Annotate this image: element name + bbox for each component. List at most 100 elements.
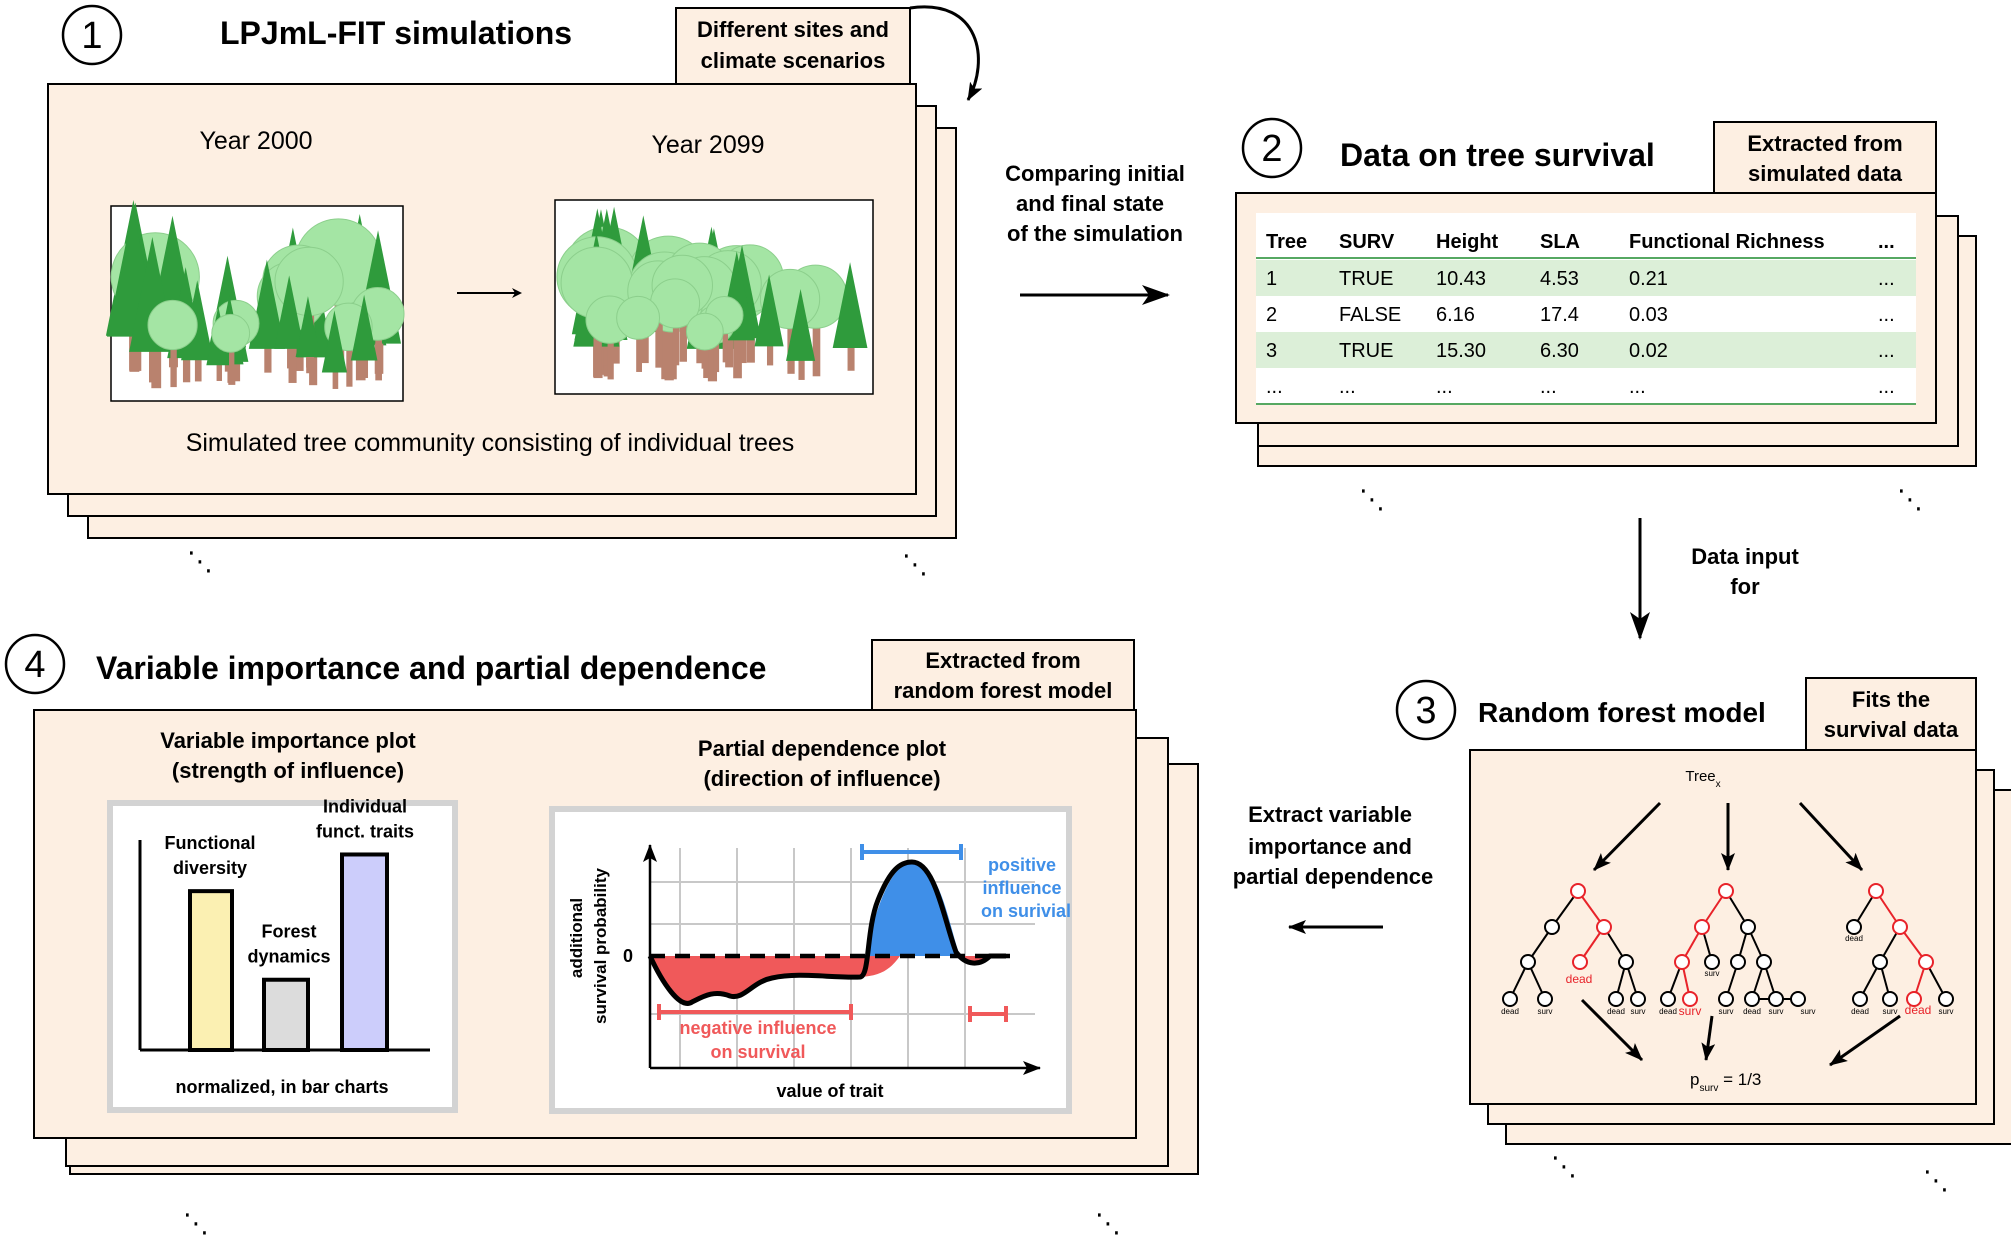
step2-number: 2: [1261, 128, 1282, 170]
leaf-label: dead: [1851, 1007, 1869, 1016]
leaf-label: surv: [1938, 1007, 1953, 1016]
conifer-crown: [754, 274, 784, 347]
table-cell: 15.30: [1436, 340, 1486, 362]
vip-caption: normalized, in bar charts: [175, 1077, 388, 1097]
tree-trunk: [149, 331, 158, 383]
arrow34-label-line1: Extract variable: [1248, 802, 1412, 827]
tree-node: [1892, 919, 1908, 935]
step1-title: LPJmL-FIT simulations: [220, 15, 572, 51]
tree-node: [1872, 954, 1888, 970]
tree-node: [1730, 954, 1746, 970]
ellipsis-glyph: ⋱: [1359, 484, 1385, 514]
broadleaf-crown: [685, 312, 724, 351]
tree-trunk: [182, 341, 191, 383]
conifer-crown: [274, 275, 305, 349]
leaf-label: dead: [1743, 1007, 1761, 1016]
step3-panel: Fits the survival data 3 Random forest m…: [1395, 677, 2011, 1195]
step4-title: Variable importance and partial dependen…: [96, 650, 766, 686]
table-cell: ...: [1878, 376, 1895, 398]
vip-bar-label: dynamics: [247, 947, 330, 967]
step1-caption: Simulated tree community consisting of i…: [186, 429, 795, 457]
tree-node: [1718, 883, 1734, 899]
table-row-stripe: [1256, 332, 1916, 368]
tree-trunk: [346, 341, 353, 387]
table-header-cell: ...: [1878, 231, 1895, 253]
vip-bar: [262, 977, 310, 1052]
split-arrow: [1798, 801, 1864, 872]
table-cell: ...: [1266, 376, 1283, 398]
tree-root-label: Treex: [1685, 768, 1720, 790]
vip-title-line1: Variable importance plot: [160, 728, 416, 753]
tree-node: [1756, 954, 1772, 970]
arrow-step1-to-step2: Comparing initial and final state of the…: [1005, 161, 1185, 305]
arrow-step3-to-step4: Extract variable importance and partial …: [1233, 802, 1433, 934]
vip-bar-label: Forest: [261, 922, 316, 942]
tree-node: [1502, 991, 1518, 1007]
arrow12-label-line2: and final state: [1016, 191, 1164, 216]
arrow12-label-line1: Comparing initial: [1005, 161, 1185, 186]
conifer-crown: [321, 310, 347, 373]
year-end-label: Year 2099: [651, 131, 764, 159]
tree-trunk: [636, 330, 643, 372]
pdp-curve: [647, 859, 1006, 1006]
vip-bar-label: Functional: [165, 833, 256, 853]
tree-node: [1740, 919, 1756, 935]
table-cell: 0.03: [1629, 304, 1668, 326]
step3-number-circle: [1395, 679, 1457, 741]
leaf-label: surv: [1882, 1007, 1897, 1016]
tree-trunk: [812, 315, 821, 377]
forest-trees-2000: [105, 199, 405, 389]
leaf-label: surv: [1800, 1007, 1815, 1016]
tree-node: [1674, 954, 1690, 970]
step2-number-circle: [1241, 117, 1303, 179]
tree-trunk: [229, 344, 235, 382]
vip-title-line2: (strength of influence): [172, 758, 404, 783]
tree-node: [1704, 954, 1720, 970]
arrow-step2-to-step3: Data input for: [1630, 518, 1799, 640]
negative-influence-label: on survival: [710, 1042, 805, 1062]
pdp-y-label: survival probability: [591, 868, 610, 1024]
step4-number: 4: [24, 644, 45, 686]
step3-number: 3: [1415, 690, 1436, 732]
split-arrow: [1701, 1015, 1716, 1061]
tree-node: [1572, 954, 1588, 970]
leaf-label: surv: [1704, 969, 1719, 978]
tree-trunk: [703, 342, 709, 379]
leaf-label: dead: [1845, 934, 1863, 943]
leaf-label: surv: [1537, 1007, 1552, 1016]
tree-trunk: [375, 329, 382, 381]
tree-node: [1570, 883, 1586, 899]
arrow23-label-line1: Data input: [1691, 544, 1799, 569]
leaf-label: dead: [1905, 1003, 1932, 1017]
tree-trunk: [655, 309, 663, 368]
tree-node: [1537, 991, 1553, 1007]
step2-tag-line1: Extracted from: [1747, 131, 1902, 156]
table-cell: 1: [1266, 268, 1277, 290]
table-cell: ...: [1629, 376, 1646, 398]
broadleaf-crown: [147, 299, 198, 351]
table-cell: 2: [1266, 304, 1277, 326]
ellipsis-glyph: ⋱: [902, 549, 928, 579]
tree-trunk: [672, 318, 680, 366]
tree-node: [1608, 991, 1624, 1007]
ellipsis-glyph: ⋱: [183, 1208, 209, 1238]
tree-node: [1544, 919, 1560, 935]
tree-trunk: [607, 333, 614, 380]
pdp-x-label: value of trait: [776, 1081, 883, 1101]
tree-node: [1938, 991, 1954, 1007]
table-cell: 10.43: [1436, 268, 1486, 290]
curved-arrow: [909, 5, 983, 101]
pdp-y-label: additional: [567, 898, 586, 978]
conifer-crown: [832, 262, 868, 348]
conifer-crown: [350, 294, 378, 361]
tree-trunk: [264, 333, 272, 373]
tree-trunk: [362, 348, 369, 378]
step3-tag-line2: survival data: [1824, 717, 1959, 742]
tree-node: [1768, 991, 1784, 1007]
table-cell: ...: [1878, 268, 1895, 290]
step1-number-circle: [61, 4, 123, 66]
